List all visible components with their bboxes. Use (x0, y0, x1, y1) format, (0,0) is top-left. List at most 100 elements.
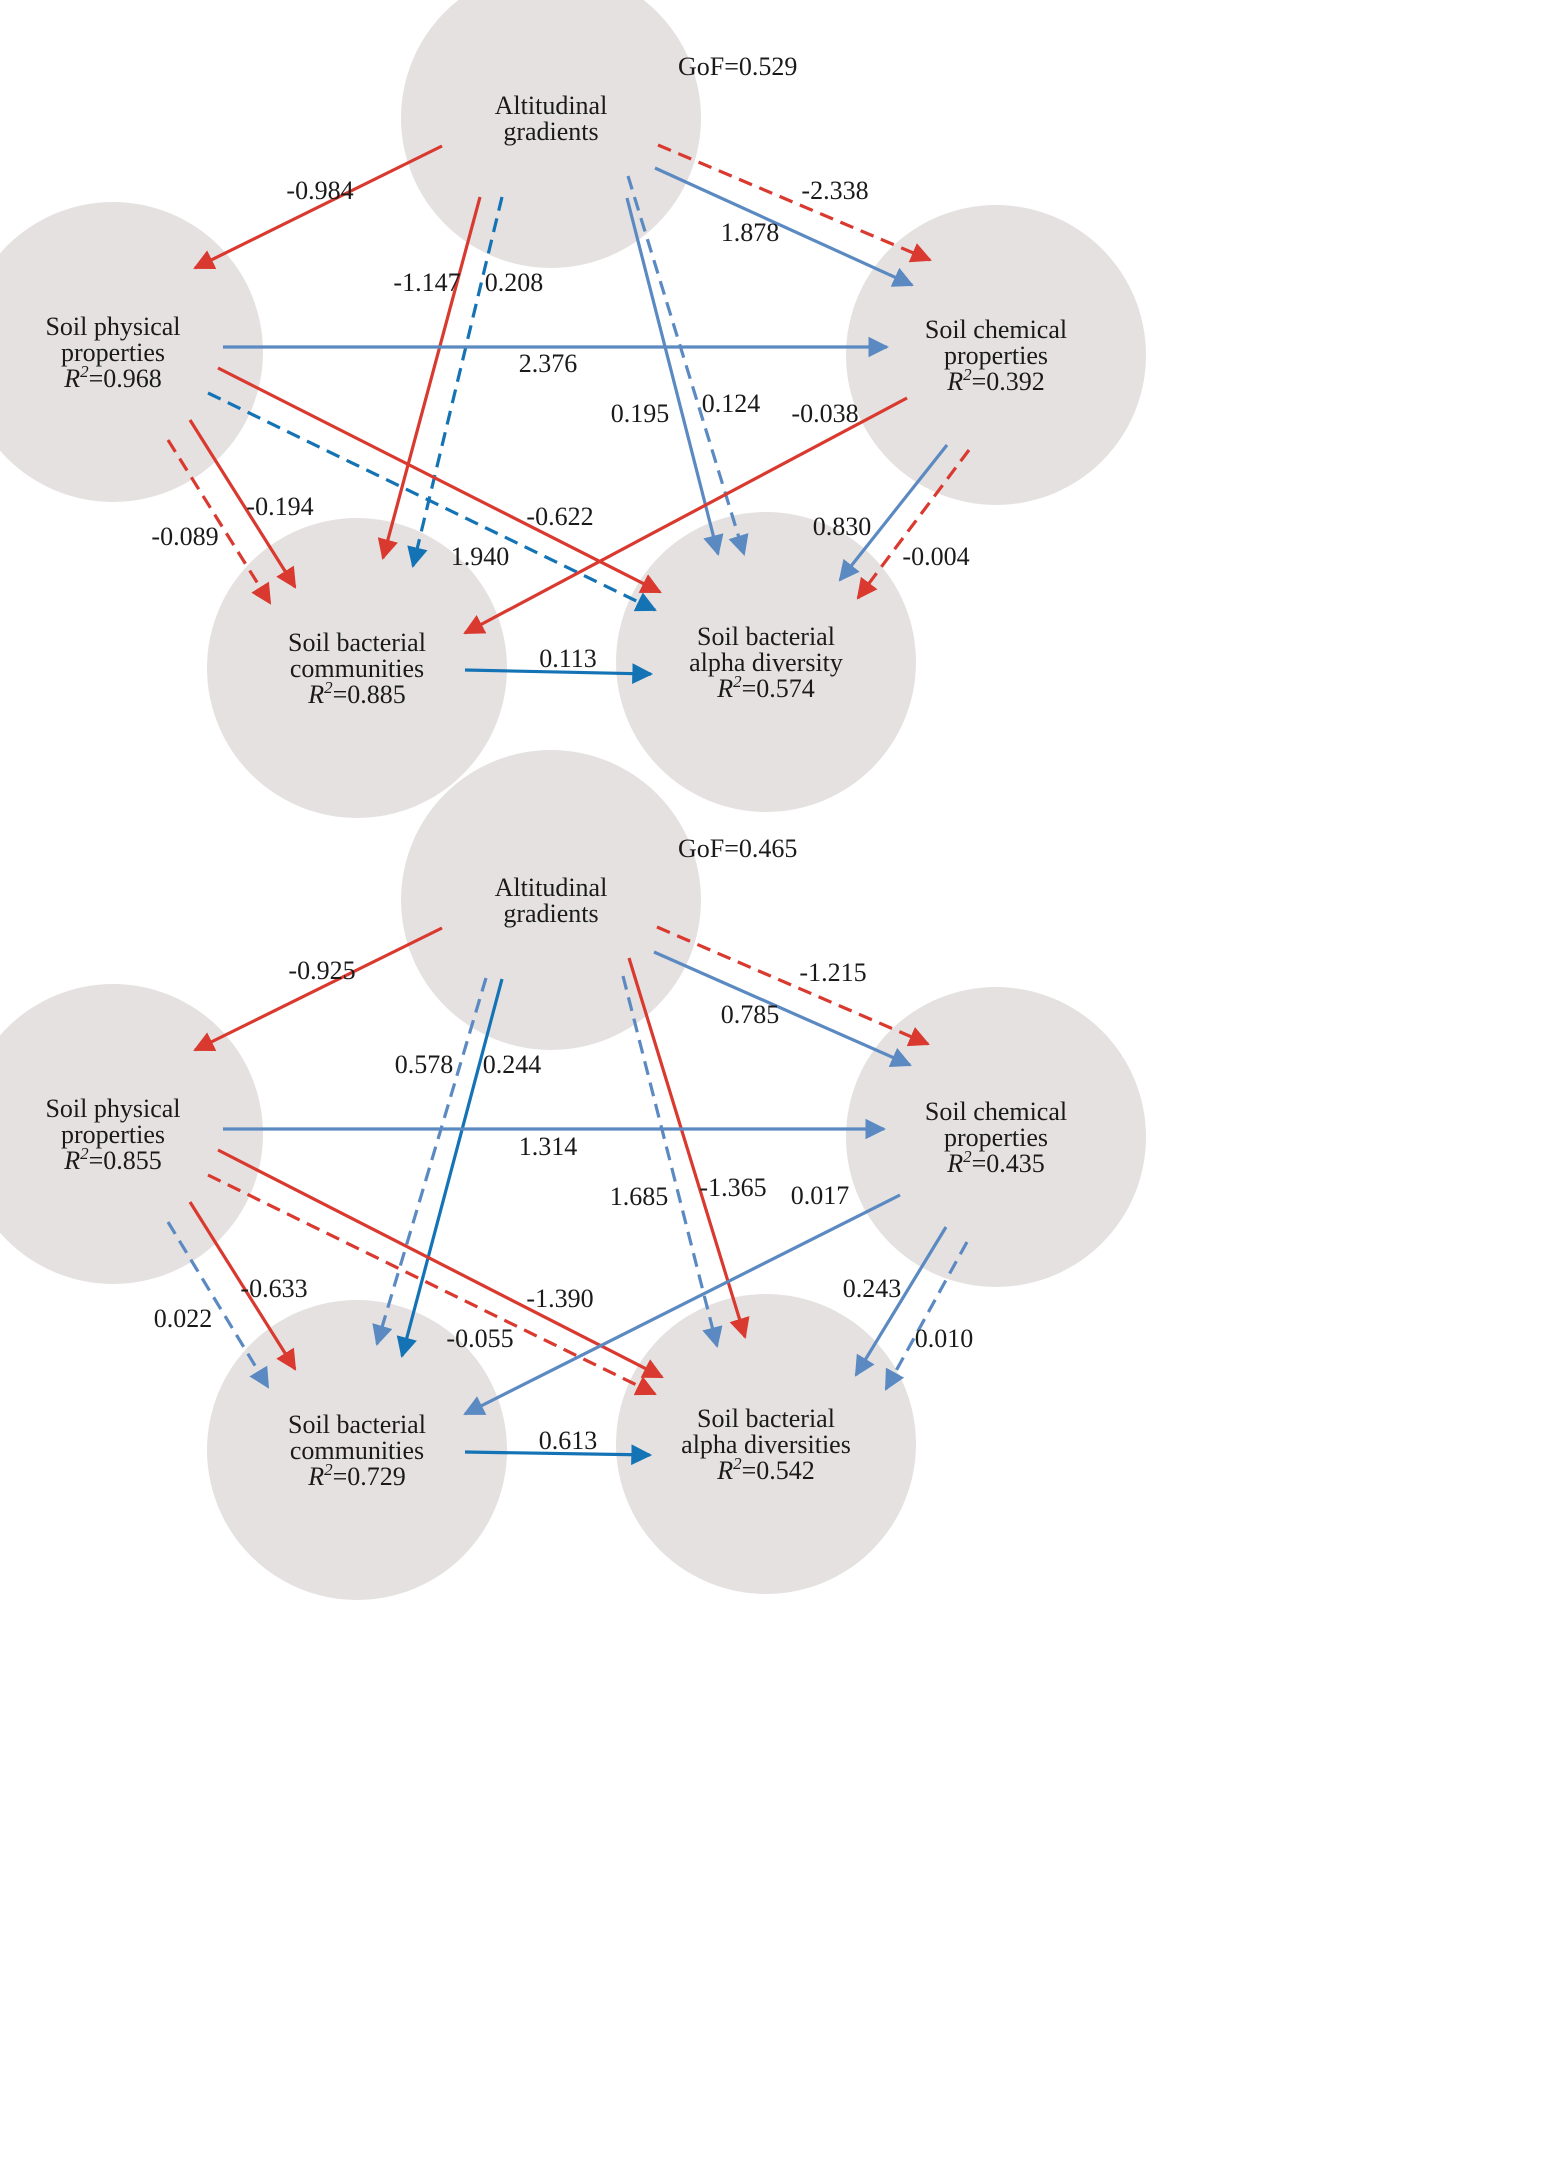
path-arrow (884, 1241, 969, 1391)
path-chem-to-alpha-dashed: -0.004 (856, 449, 971, 600)
path-coefficient: 0.017 (791, 1181, 850, 1210)
path-coefficient: 0.113 (539, 644, 597, 673)
path-coefficient: -0.984 (286, 176, 353, 205)
path-arrow (854, 1226, 948, 1377)
path-coefficient: -2.338 (801, 176, 868, 205)
node-label-phys-line1: Soil physical (45, 312, 180, 341)
node-label-phys-line2: properties (61, 338, 165, 367)
node-label-alt-line1: Altitudinal (495, 91, 608, 120)
path-coefficient: -0.038 (791, 399, 858, 428)
node-label-alpha-line1: Soil bacterial (697, 622, 835, 651)
path-phys-to-alpha-dashed: 1.940 (207, 391, 657, 612)
node-r2-phys: R2=0.968 (63, 362, 162, 393)
path-coefficient: -0.925 (288, 956, 355, 985)
node-label-chem-line1: Soil chemical (925, 1097, 1067, 1126)
path-arrow (656, 925, 930, 1047)
path-alt-to-chem-solid: 0.785 (653, 950, 912, 1067)
path-alt-to-chem-dashed: -2.338 (657, 143, 932, 263)
path-coefficient: 2.376 (519, 349, 578, 378)
node-circle-alpha (616, 1294, 916, 1594)
path-arrow (407, 196, 504, 569)
path-arrow (621, 975, 723, 1349)
node-label-chem-line1: Soil chemical (925, 315, 1067, 344)
path-alt-to-alpha-dashed: 1.685 (610, 975, 723, 1349)
node-circle-bact (207, 518, 507, 818)
path-chem-to-alpha-solid: 0.830 (813, 444, 949, 582)
path-arrow (657, 143, 932, 263)
path-coefficient: -1.390 (526, 1284, 593, 1313)
node-r2-alpha: R2=0.542 (716, 1454, 815, 1485)
path-coefficient: 0.208 (485, 268, 544, 297)
path-arrow (856, 449, 971, 600)
node-circle-phys (0, 984, 263, 1284)
path-phys-to-alpha-dashed: -0.055 (207, 1173, 657, 1396)
path-arrow (207, 1173, 657, 1396)
path-alt-to-phys-solid: -0.925 (193, 926, 443, 1052)
path-chem-to-alpha-solid: 0.243 (843, 1226, 948, 1377)
path-phys-to-bact-solid: -0.633 (188, 1201, 308, 1371)
gof-label: GoF=0.465 (678, 834, 797, 863)
path-coefficient: 1.685 (610, 1182, 669, 1211)
path-alt-to-bact-dashed: 0.208 (407, 196, 544, 569)
node-r2-bact: R2=0.729 (307, 1460, 406, 1491)
node-label-alt-line2: gradients (503, 899, 598, 928)
path-phys-to-chem-solid: 1.314 (223, 1118, 887, 1161)
path-coefficient: 0.022 (154, 1304, 213, 1333)
path-arrow (463, 1193, 901, 1416)
path-alt-to-chem-dashed: -1.215 (656, 925, 930, 1047)
path-chem-to-bact-solid: -0.038 (463, 396, 908, 635)
path-coefficient: 0.830 (813, 512, 872, 541)
path-alt-to-bact-dashed: 0.578 (372, 977, 488, 1346)
path-arrow (625, 197, 724, 557)
node-label-bact-line2: communities (290, 654, 424, 683)
path-arrow (653, 950, 912, 1067)
path-arrow (654, 166, 914, 287)
path-arrow (188, 1201, 297, 1371)
node-label-bact-line1: Soil bacterial (288, 628, 426, 657)
path-alt-to-alpha-dashed: 0.124 (626, 175, 760, 556)
node-circle-phys (0, 202, 263, 502)
node-label-alt-line2: gradients (503, 117, 598, 146)
path-coefficient: -0.055 (446, 1324, 513, 1353)
node-label-phys-line2: properties (61, 1120, 165, 1149)
node-r2-alpha: R2=0.574 (716, 672, 815, 703)
path-arrow (193, 144, 443, 270)
path-arrow (627, 957, 750, 1339)
path-coefficient: -0.633 (240, 1274, 307, 1303)
path-coefficient: 1.878 (721, 218, 780, 247)
node-r2-phys: R2=0.855 (63, 1144, 162, 1175)
node-circle-alt (401, 0, 701, 268)
path-coefficient: -0.004 (902, 542, 969, 571)
path-coefficient: -0.194 (246, 492, 313, 521)
path-alt-to-bact-solid: 0.244 (396, 978, 541, 1359)
path-coefficient: -1.215 (799, 958, 866, 987)
path-phys-to-bact-dashed: 0.022 (154, 1221, 270, 1389)
path-arrow (166, 439, 272, 605)
node-circle-alt (401, 750, 701, 1050)
path-coefficient: 0.195 (611, 399, 670, 428)
path-phys-to-bact-dashed: -0.089 (151, 439, 272, 605)
node-label-bact-line1: Soil bacterial (288, 1410, 426, 1439)
path-coefficient: 0.243 (843, 1274, 902, 1303)
path-arrow (207, 391, 657, 612)
node-label-alpha-line1: Soil bacterial (697, 1404, 835, 1433)
node-r2-chem: R2=0.435 (946, 1147, 1045, 1178)
node-label-chem-line2: properties (944, 1123, 1048, 1152)
path-coefficient: 1.940 (451, 542, 510, 571)
path-phys-to-alpha-solid: -0.622 (217, 366, 662, 594)
node-r2-bact: R2=0.885 (307, 678, 406, 709)
path-alt-to-chem-solid: 1.878 (654, 166, 914, 287)
node-label-phys-line1: Soil physical (45, 1094, 180, 1123)
path-coefficient: -1.365 (699, 1173, 766, 1202)
node-circle-chem (846, 987, 1146, 1287)
node-circle-alpha (616, 512, 916, 812)
path-alt-to-bact-solid: -1.147 (377, 196, 482, 561)
node-label-alpha-line2: alpha diversities (681, 1430, 851, 1459)
